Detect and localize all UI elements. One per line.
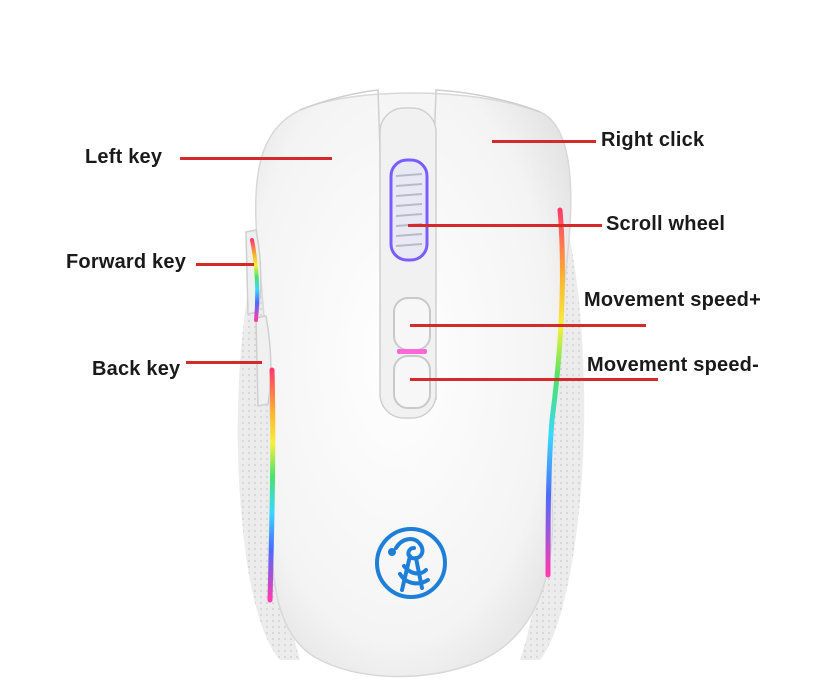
left-key-label: Left key	[85, 146, 163, 168]
scroll-wheel-label: Scroll wheel	[606, 213, 726, 235]
forward-key-label: Forward key	[66, 251, 187, 273]
dpi-indicator-light	[397, 349, 427, 354]
dpi-minus-button[interactable]	[393, 355, 431, 409]
back-key-label: Back key	[92, 358, 181, 380]
left-rgb-strip-upper	[250, 238, 260, 322]
left-key-callout-line	[180, 157, 332, 160]
movement-speed-minus-callout-line	[410, 378, 658, 381]
movement-speed-plus-label: Movement speed+	[584, 289, 761, 311]
back-key-callout-line	[186, 361, 262, 364]
right-click-callout-line	[492, 140, 596, 143]
movement-speed-plus-callout-line	[410, 324, 646, 327]
left-rgb-strip	[267, 367, 276, 603]
right-rgb-strip	[545, 207, 565, 578]
movement-speed-minus-label: Movement speed-	[587, 354, 759, 376]
left-side-grip	[237, 230, 300, 660]
scorpion-logo-icon	[375, 527, 447, 599]
scroll-wheel-callout-line	[408, 224, 602, 227]
forward-key-callout-line	[196, 263, 254, 266]
right-click-label: Right click	[601, 129, 705, 151]
